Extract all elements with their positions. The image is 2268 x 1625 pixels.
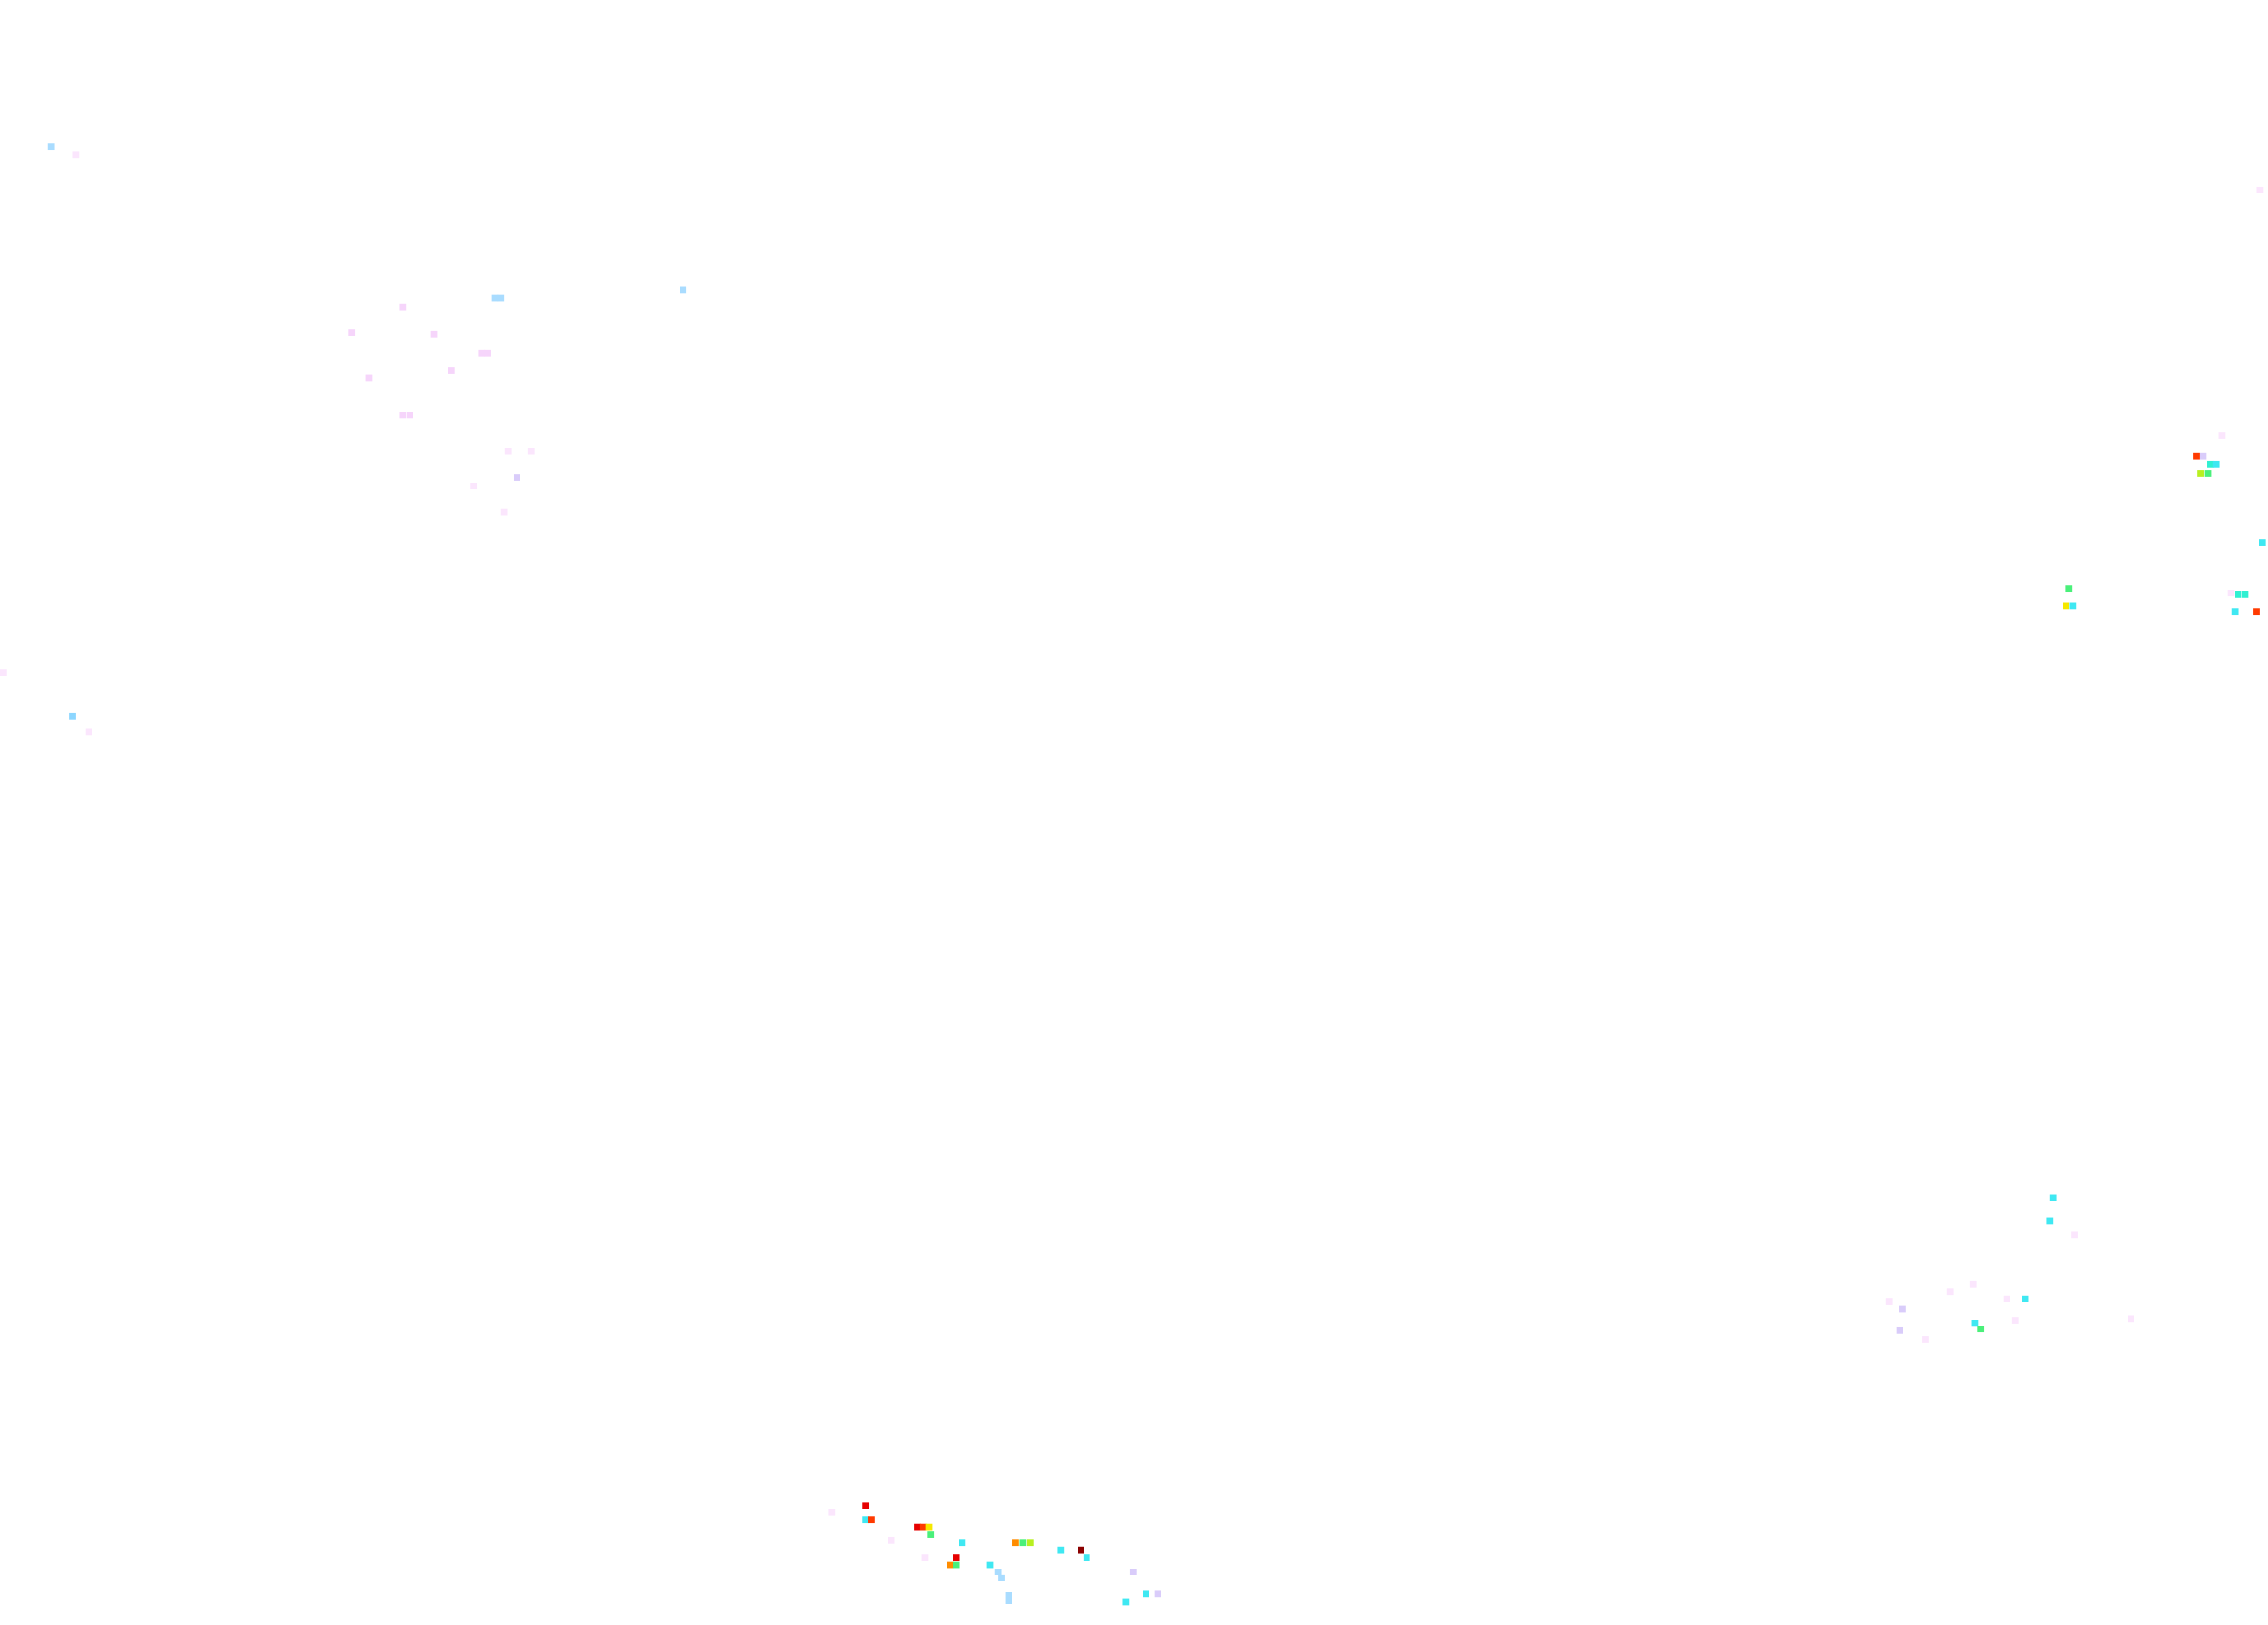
raster-cell [399, 412, 407, 419]
raster-cell [1922, 1336, 1929, 1343]
raster-cell [497, 294, 505, 302]
raster-cell [2241, 591, 2249, 598]
raster-cell [85, 728, 92, 736]
raster-cell [1083, 1554, 1090, 1561]
raster-cell [47, 143, 55, 151]
raster-cell [1026, 1539, 1034, 1547]
raster-cell [2003, 1295, 2010, 1302]
raster-cell [1012, 1539, 1019, 1547]
raster-cell [998, 1574, 1005, 1581]
raster-cell [1885, 1298, 1893, 1305]
raster-cell [1977, 1326, 1985, 1333]
raster-cell [2046, 1217, 2054, 1225]
raster-cell [491, 294, 499, 302]
raster-cell [862, 1502, 870, 1509]
raster-cell [2193, 452, 2200, 460]
raster-cell [862, 1516, 870, 1524]
raster-cell [1896, 1326, 1903, 1334]
raster-cell [1005, 1592, 1012, 1598]
raster-cell [2218, 432, 2226, 439]
raster-cell [828, 1509, 836, 1516]
raster-cell [430, 330, 438, 338]
cluster-lower-right [1885, 1194, 2134, 1343]
raster-cells [0, 143, 2266, 1606]
raster-cell [1129, 1569, 1137, 1575]
raster-cell [925, 1523, 933, 1531]
raster-cell [478, 349, 486, 357]
raster-cell [348, 329, 356, 336]
raster-cell [680, 286, 687, 294]
raster-cell [527, 448, 535, 455]
raster-cell [2207, 460, 2214, 468]
raster-cell [2022, 1295, 2029, 1302]
raster-cell [868, 1516, 875, 1524]
raster-cell [470, 483, 478, 490]
raster-cell [953, 1561, 960, 1569]
raster-cell [1971, 1320, 1979, 1327]
raster-cell [0, 669, 7, 677]
raster-cell [921, 1554, 929, 1561]
raster-cell [399, 303, 407, 311]
raster-cell [959, 1539, 966, 1547]
raster-cell [69, 712, 76, 720]
raster-cell [1005, 1597, 1012, 1604]
raster-cell [406, 412, 413, 419]
raster-cell [986, 1561, 994, 1569]
raster-cell [888, 1536, 895, 1544]
raster-cell [484, 349, 491, 357]
raster-cell [1122, 1598, 1130, 1606]
raster-cell [2253, 608, 2260, 616]
raster-cell [947, 1561, 954, 1569]
raster-cell [2212, 460, 2220, 468]
raster-cell [500, 508, 508, 516]
raster-cell [914, 1523, 921, 1531]
raster-cell [2049, 1194, 2057, 1201]
cluster-upper-left [0, 143, 687, 736]
raster-cell [1899, 1305, 1906, 1313]
raster-cell [919, 1523, 927, 1531]
raster-cell [72, 151, 80, 159]
raster-cell [2011, 1317, 2019, 1324]
raster-cell [2065, 585, 2073, 593]
raster-cell [2063, 602, 2069, 610]
raster-cell [2204, 470, 2212, 477]
raster-cell [2071, 1231, 2078, 1239]
raster-cell [2128, 1315, 2134, 1323]
raster-cell [513, 474, 520, 481]
raster-cell [1078, 1546, 1084, 1554]
raster-cell [2259, 539, 2266, 546]
raster-cell [953, 1554, 960, 1561]
raster-cell [2200, 452, 2207, 460]
raster-cell [1969, 1280, 1977, 1288]
raster-cell [927, 1531, 935, 1538]
raster-cell [2197, 470, 2204, 477]
raster-cell [1143, 1590, 1149, 1598]
raster-cell [2231, 608, 2239, 616]
raster-cell [2256, 186, 2264, 193]
raster-cell [1946, 1288, 1954, 1296]
raster-cell [2069, 602, 2077, 610]
raster-cell [365, 374, 373, 382]
raster-cell [1154, 1590, 1161, 1598]
raster-cell [448, 367, 455, 374]
cluster-bottom-center [828, 1502, 1161, 1606]
raster-cell [504, 448, 512, 455]
raster-cell [1057, 1546, 1065, 1554]
cluster-upper-right [2063, 186, 2266, 616]
raster-cell [994, 1569, 1002, 1575]
raster-cell [2235, 591, 2241, 598]
raster-cell [1019, 1539, 1027, 1547]
raster-cell [2227, 590, 2235, 597]
